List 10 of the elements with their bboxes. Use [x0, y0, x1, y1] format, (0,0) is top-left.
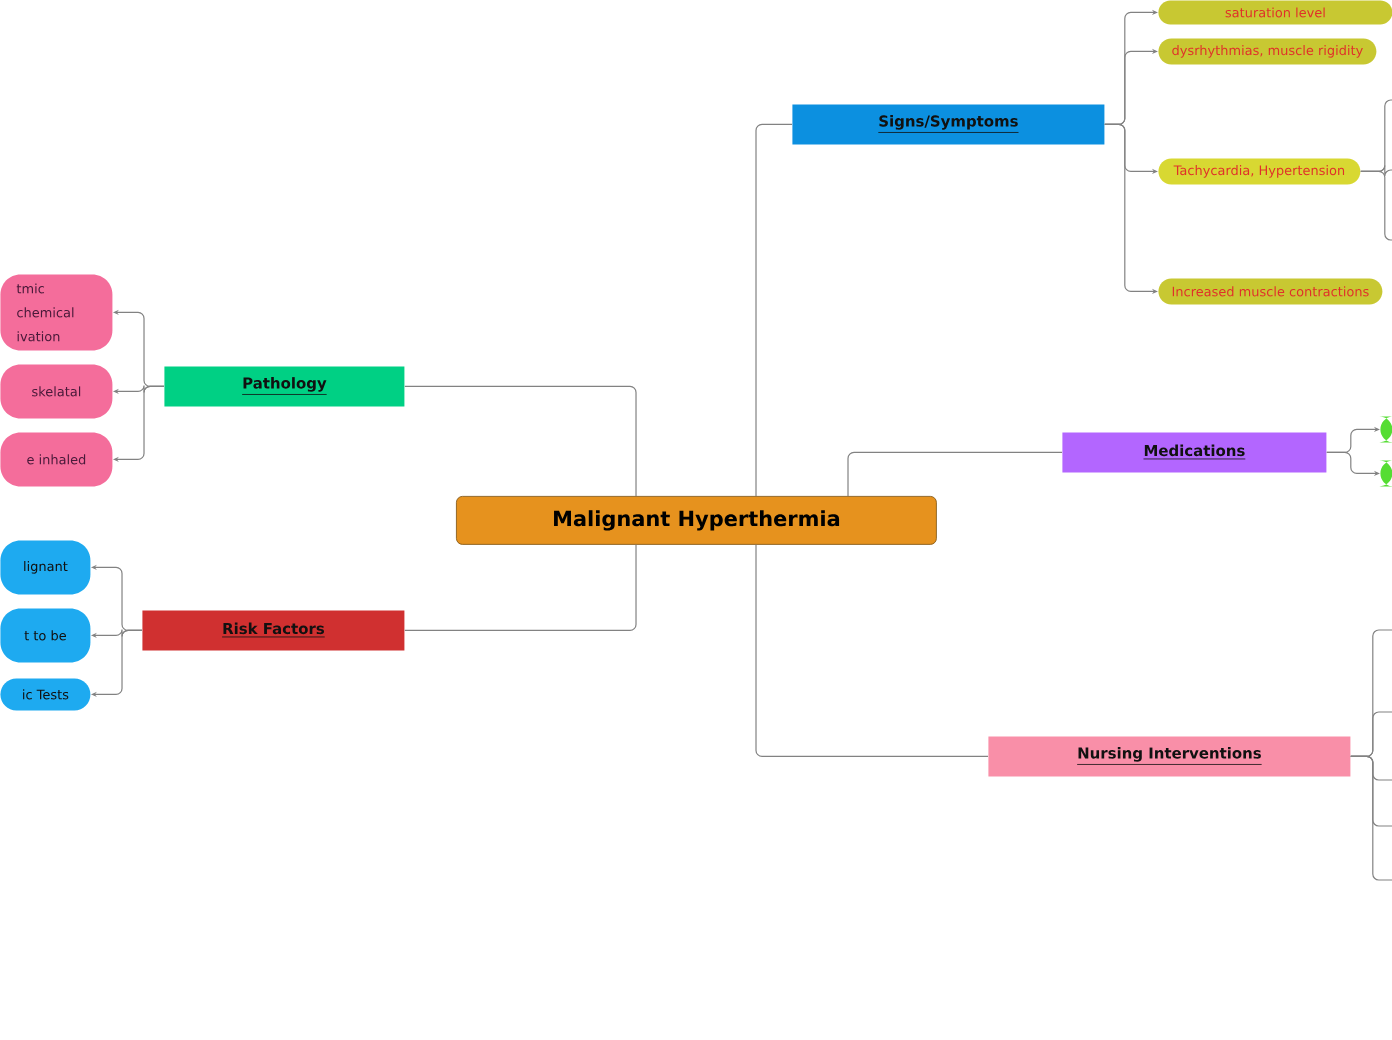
- connector: [847, 451, 1063, 497]
- central-topic-box: Malignant Hyperthermia: [456, 496, 937, 545]
- connector: [1360, 170, 1392, 241]
- connector: [1326, 451, 1380, 476]
- connector: [1104, 123, 1158, 294]
- connector: [404, 385, 637, 497]
- connector: [1350, 755, 1392, 881]
- connector: [755, 123, 793, 497]
- connector: [755, 544, 989, 757]
- connector: [404, 544, 637, 631]
